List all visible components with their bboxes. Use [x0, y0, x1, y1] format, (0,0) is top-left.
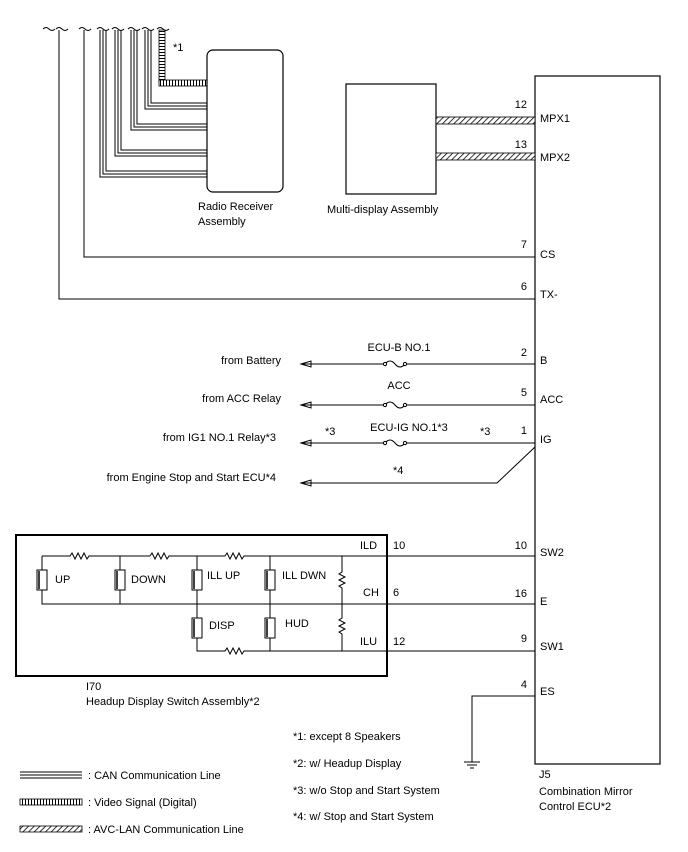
ecu-pin-name: SW1 [540, 641, 564, 653]
es-wire [471, 695, 535, 762]
ecu-label-id: J5 [539, 769, 551, 781]
button-down-label: DOWN [131, 574, 166, 586]
from-ig1-label: from IG1 NO.1 Relay*3 [163, 432, 276, 444]
ecu-pin-name: SW2 [540, 547, 564, 559]
ground-icon [464, 761, 480, 769]
from-engine-label: from Engine Stop and Start ECU*4 [107, 472, 276, 484]
legend-can-label: : CAN Communication Line [88, 770, 221, 782]
from-acc-label: from ACC Relay [202, 393, 281, 405]
switch-pin-name: ILU [360, 636, 377, 648]
radio-receiver-box [206, 49, 284, 193]
ecu-pin-no: 13 [515, 139, 527, 151]
note-2: *2: w/ Headup Display [293, 758, 402, 770]
ecu-pins: 12 MPX1 13 MPX2 7 CS 6 TX- 2 B 5 ACC 1 I… [515, 99, 570, 698]
ecu-pin-name: ES [540, 686, 555, 698]
legend-video-label: : Video Signal (Digital) [88, 797, 197, 809]
button-ill-up-label: ILL UP [207, 570, 240, 582]
notes: *1: except 8 Speakers *2: w/ Headup Disp… [293, 731, 440, 823]
avc-lan-mpx1 [435, 116, 536, 125]
ecu-pin-name: TX- [540, 289, 558, 301]
switch-button-labels: UP DOWN ILL UP ILL DWN DISP HUD [55, 570, 326, 632]
engine-mark: *4 [393, 465, 403, 477]
tx-wire [58, 30, 535, 300]
ecu-pin-no: 1 [521, 425, 527, 437]
ecu-label-name-2: Control ECU*2 [539, 801, 611, 813]
switch-assembly-id: I70 [86, 681, 101, 693]
ecu-pin-name: MPX1 [540, 113, 570, 125]
ecu-pin-no: 6 [521, 281, 527, 293]
fuse-ig-label: ECU-IG NO.1*3 [370, 422, 448, 434]
legend-can-swatch [20, 771, 82, 779]
ig-circuit: from IG1 NO.1 Relay*3 *3 *3 ECU-IG NO.1*… [163, 422, 535, 447]
legend-video-swatch [19, 798, 83, 806]
switch-assembly-box [15, 534, 388, 677]
ecu-pin-no: 2 [521, 347, 527, 359]
can-bundle [99, 30, 207, 178]
ecu-box [534, 75, 661, 765]
switch-assembly-name: Headup Display Switch Assembly*2 [86, 696, 260, 708]
from-battery-label: from Battery [221, 355, 281, 367]
video-signal-line [158, 29, 208, 87]
fuse-acc-label: ACC [387, 380, 410, 392]
battery-circuit: from Battery ECU-B NO.1 [221, 342, 535, 368]
ecu-pin-no: 4 [521, 679, 527, 691]
avc-lan-mpx2 [435, 152, 536, 161]
switch-pin-name: CH [363, 587, 379, 599]
ecu-pin-name: IG [540, 434, 552, 446]
switch-pin-no: 6 [393, 587, 399, 599]
acc-circuit: from ACC Relay ACC [202, 380, 535, 409]
ig-mark-right: *3 [480, 426, 490, 438]
radio-label-2: Assembly [198, 216, 246, 228]
radio-note: *1 [173, 42, 183, 54]
ecu-label-name-1: Combination Mirror [539, 786, 633, 798]
note-1: *1: except 8 Speakers [293, 731, 401, 743]
wire-break-marks [42, 27, 170, 31]
engine-stop-circuit: from Engine Stop and Start ECU*4 *4 [107, 446, 536, 487]
switch-pin-no: 12 [393, 636, 405, 648]
ecu-pin-no: 7 [521, 239, 527, 251]
ecu-pin-name: ACC [540, 394, 563, 406]
ecu-pin-name: E [540, 596, 547, 608]
switch-pins: ILD 10 CH 6 ILU 12 [360, 540, 405, 648]
multi-display-box [345, 83, 437, 195]
switch-pin-name: ILD [360, 540, 377, 552]
switch-pin-no: 10 [393, 540, 405, 552]
ecu-pin-no: 10 [515, 540, 527, 552]
switch-contacts [36, 569, 276, 639]
fuse-b-label: ECU-B NO.1 [368, 342, 431, 354]
note-4: *4: w/ Stop and Start System [293, 811, 434, 823]
legend-avc-swatch [19, 825, 83, 833]
ecu-pin-no: 12 [515, 99, 527, 111]
button-up-label: UP [55, 574, 70, 586]
ecu-pin-no: 9 [521, 633, 527, 645]
button-hud-label: HUD [285, 618, 309, 630]
ecu-pin-name: MPX2 [540, 152, 570, 164]
radio-label-1: Radio Receiver [198, 201, 274, 213]
button-disp-label: DISP [209, 620, 235, 632]
button-ill-dwn-label: ILL DWN [282, 570, 326, 582]
ecu-pin-no: 5 [521, 387, 527, 399]
ecu-pin-no: 16 [515, 588, 527, 600]
legend-avc-label: : AVC-LAN Communication Line [88, 824, 244, 836]
ecu-pin-name: B [540, 355, 547, 367]
ecu-pin-name: CS [540, 249, 555, 261]
note-3: *3: w/o Stop and Start System [293, 785, 440, 797]
ig-mark-left: *3 [325, 426, 335, 438]
multi-display-label: Multi-display Assembly [327, 204, 439, 216]
legend: : CAN Communication Line : Video Signal … [19, 770, 244, 836]
cs-wire [83, 30, 535, 258]
